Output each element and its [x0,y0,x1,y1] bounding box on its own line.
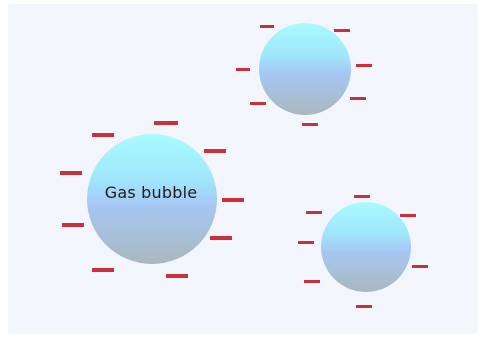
molecule [302,123,318,126]
molecule [412,265,428,268]
diagram-canvas: Gas bubble [8,4,478,334]
molecule [304,280,320,283]
molecule [92,133,114,137]
molecule [400,214,416,217]
molecule [356,64,372,67]
molecule [204,149,226,153]
molecule [334,29,350,32]
molecule [154,121,178,125]
large-gas-bubble [87,134,217,264]
lower-gas-bubble [321,202,411,292]
molecule [166,274,188,278]
gas-bubble-label: Gas bubble [104,183,198,202]
molecule [350,97,366,100]
upper-bubble-molecules [236,25,372,126]
molecule [60,171,82,175]
lower-bubble-molecules [298,195,428,308]
molecule [92,268,114,272]
large-bubble-molecules [60,121,244,278]
bubbles-diagram [60,23,428,308]
molecule [298,241,314,244]
molecule [306,211,322,214]
molecule [260,25,274,28]
molecule [354,195,370,198]
molecule [62,223,84,227]
molecule [236,68,250,71]
molecule [222,198,244,202]
upper-gas-bubble [259,23,351,115]
molecule [356,305,372,308]
molecule [210,236,232,240]
molecule [250,102,266,105]
